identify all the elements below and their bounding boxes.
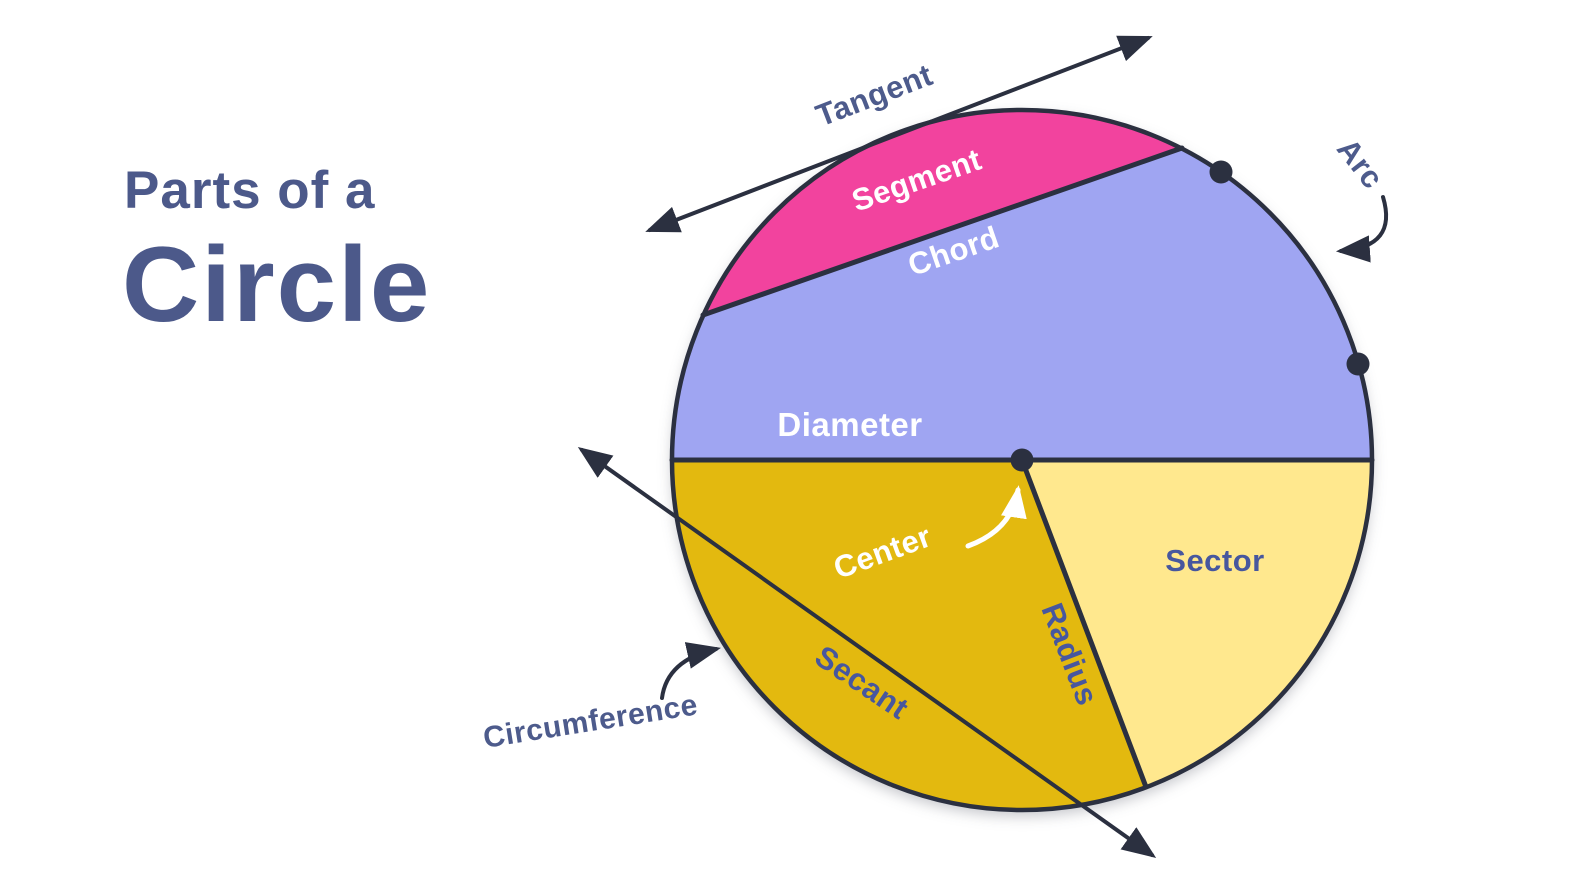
title-line-1: Parts of a: [124, 161, 376, 220]
label-tangent: Tangent: [811, 57, 937, 133]
label-circumference: Circumference: [481, 688, 700, 754]
title-line-2: Circle: [122, 224, 432, 344]
label-arc: Arc: [1330, 132, 1390, 195]
label-diameter: Diameter: [777, 406, 922, 443]
arc-pointer-arrow: [1335, 195, 1389, 263]
circumference-pointer-arrow: [660, 642, 721, 700]
page-title: Parts of a Circle: [122, 164, 431, 338]
arc-endpoint-dot-1: [1209, 160, 1233, 184]
arc-endpoint-dot-2: [1346, 352, 1370, 376]
center-dot: [1010, 448, 1034, 472]
tangent-line-arrow: [645, 35, 1153, 233]
secant-line-arrow: [577, 447, 1157, 858]
center-pointer-arrow: [965, 485, 1027, 549]
label-sector: Sector: [1165, 543, 1264, 578]
